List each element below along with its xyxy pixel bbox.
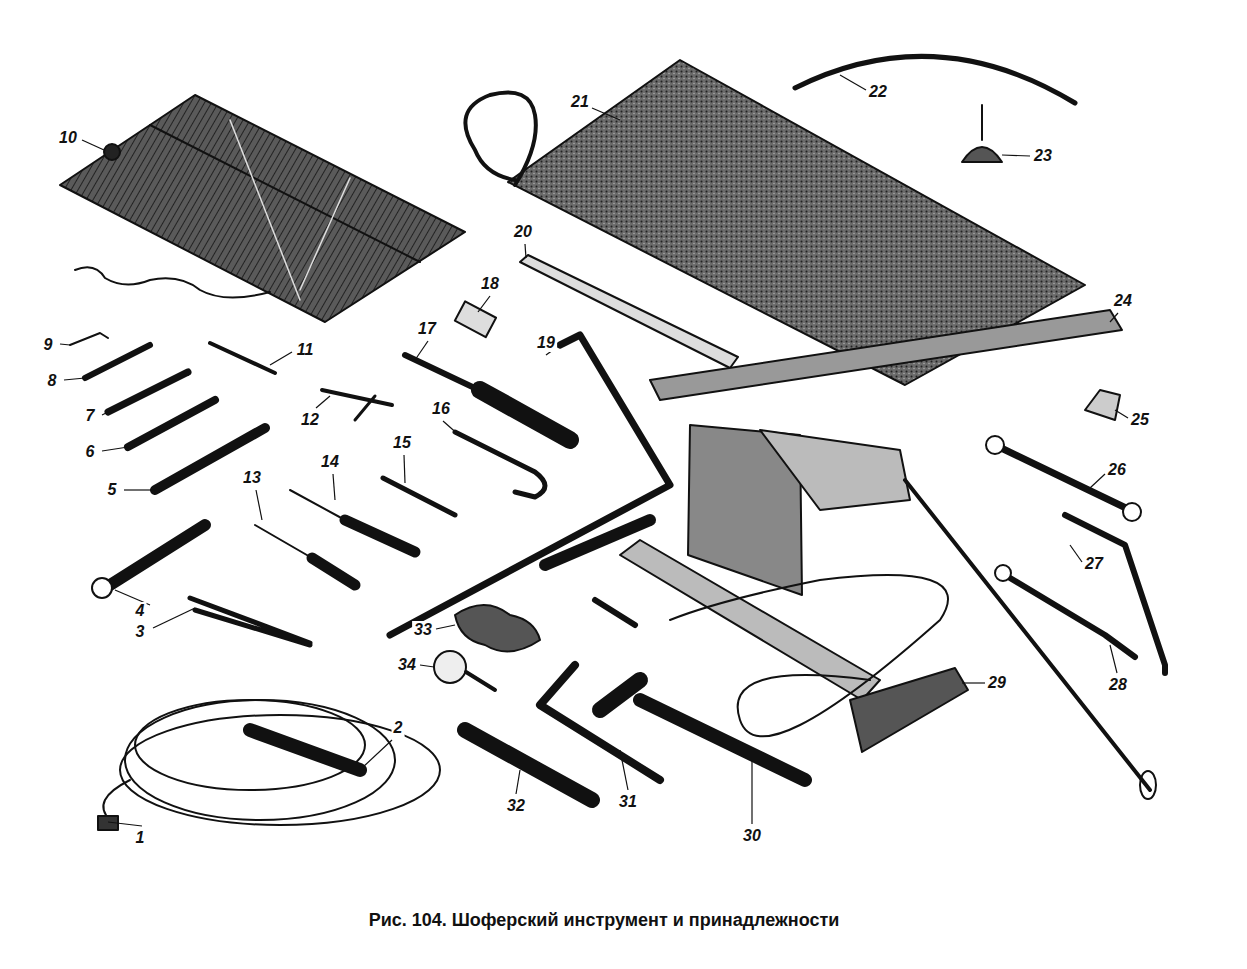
callout-number: 24 <box>1112 292 1134 310</box>
callout-number: 16 <box>430 400 452 418</box>
callout-number: 1 <box>134 829 147 847</box>
callout-number: 23 <box>1032 147 1054 165</box>
callout-number: 8 <box>46 372 59 390</box>
callout-number: 3 <box>134 623 147 641</box>
callout-number: 13 <box>241 469 263 487</box>
callout-number: 9 <box>42 336 55 354</box>
callout-number: 25 <box>1129 411 1151 429</box>
callout-number: 6 <box>84 443 97 461</box>
callout-number: 30 <box>741 827 763 845</box>
callout-number: 21 <box>569 93 591 111</box>
callout-number: 33 <box>412 621 434 639</box>
callout-number: 22 <box>867 83 889 101</box>
callout-number: 20 <box>512 223 534 241</box>
figure-caption: Рис. 104. Шоферский инструмент и принадл… <box>369 910 840 931</box>
callout-number: 15 <box>391 434 413 452</box>
callout-number: 17 <box>416 320 438 338</box>
callout-number: 32 <box>505 797 527 815</box>
callout-number: 26 <box>1106 461 1128 479</box>
callout-number: 14 <box>319 453 341 471</box>
callout-number: 10 <box>57 129 79 147</box>
callout-number: 4 <box>134 602 147 620</box>
callout-number: 27 <box>1083 555 1105 573</box>
callout-number: 11 <box>295 341 316 359</box>
callout-number: 19 <box>535 334 557 352</box>
callout-number: 28 <box>1107 676 1129 694</box>
callout-number: 2 <box>392 719 405 737</box>
callout-number: 18 <box>479 275 501 293</box>
callout-number: 5 <box>106 481 119 499</box>
callout-number: 34 <box>396 656 418 674</box>
callout-number: 7 <box>84 407 97 425</box>
callout-number: 29 <box>986 674 1008 692</box>
callout-number: 12 <box>299 411 321 429</box>
callout-number: 31 <box>617 793 639 811</box>
